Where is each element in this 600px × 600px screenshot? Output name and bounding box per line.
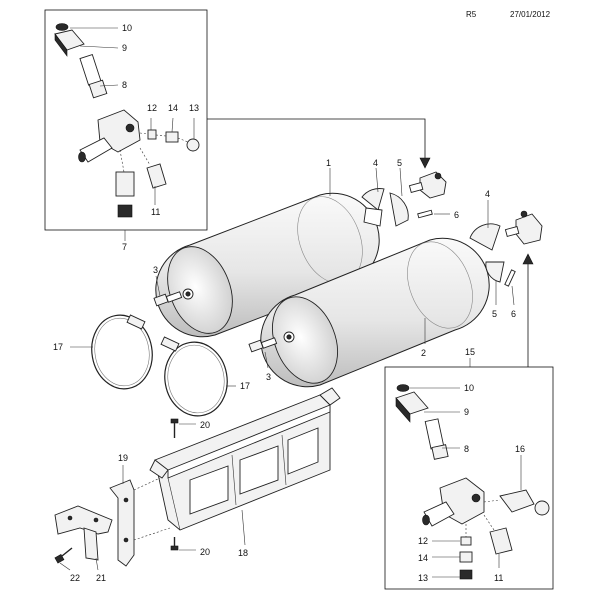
- valve-stem-8-b: [424, 418, 445, 450]
- callout-10-top: 10: [122, 23, 132, 33]
- callout-5-a: 5: [397, 158, 402, 168]
- callout-19: 19: [118, 453, 128, 463]
- callout-12-bottom: 12: [418, 536, 428, 546]
- callout-8-bottom: 8: [464, 444, 469, 454]
- callout-16: 16: [515, 444, 525, 454]
- o-ring-12: [147, 129, 157, 140]
- valve-port: [125, 123, 135, 133]
- callout-18: 18: [238, 548, 248, 558]
- tank-strap-17-a: [91, 314, 153, 390]
- callout-22: 22: [70, 573, 80, 583]
- outlet-fitting-11: [146, 163, 167, 189]
- inlet-fitting-3-a: [153, 291, 183, 307]
- valve-assembly-inset-7: [44, 9, 208, 231]
- valve-inlet-end-b: [422, 514, 430, 526]
- stem-thread-8: [88, 79, 108, 99]
- callout-13-top: 13: [189, 103, 199, 113]
- callout-8-top: 8: [122, 80, 127, 90]
- callout-11-top: 11: [151, 207, 160, 217]
- valve-clamp-a: [363, 207, 383, 227]
- bracket-half-5-b: [485, 261, 505, 283]
- outlet-fitting-16: [499, 489, 535, 513]
- callout-5-b: 5: [492, 309, 497, 319]
- inset-7-valve-parts: [54, 23, 200, 218]
- revision-code: R5: [466, 10, 477, 19]
- callout-10-bottom: 10: [464, 383, 474, 393]
- bolt-20-b: [170, 537, 179, 551]
- valve-inlet-end: [78, 151, 86, 163]
- arrow-line-7: [207, 118, 426, 160]
- valve-assembly-inset-15: [384, 366, 554, 590]
- callout-13-bottom: 13: [418, 573, 428, 583]
- mounting-bracket-19: [109, 479, 135, 567]
- filter-nut: [117, 204, 133, 218]
- bolt-6-a: [417, 209, 433, 219]
- callout-3-b: 3: [266, 372, 271, 382]
- arrow-head-15: [522, 253, 534, 265]
- callout-12-top: 12: [147, 103, 157, 113]
- valve-port-b: [471, 493, 481, 503]
- callout-2: 2: [421, 348, 426, 358]
- callout-1: 1: [326, 158, 331, 168]
- callout-4-a: 4: [373, 158, 378, 168]
- arrow-head-7: [419, 157, 431, 169]
- callout-17-a: 17: [53, 342, 63, 352]
- floor-support-21: [54, 505, 113, 561]
- revision-date: 27/01/2012: [510, 10, 551, 19]
- callout-15: 15: [465, 347, 475, 357]
- callout-3-a: 3: [153, 265, 158, 275]
- o-ring-12-b: [460, 536, 472, 546]
- bracket-half-5-a: [389, 192, 409, 227]
- callout-6-a: 6: [454, 210, 459, 220]
- callout-20-b: 20: [200, 547, 210, 557]
- fitting-cap-16: [534, 500, 550, 516]
- filter-fitting: [115, 171, 135, 197]
- callout-9-top: 9: [122, 43, 127, 53]
- callout-4-b: 4: [485, 189, 490, 199]
- plug-13: [186, 138, 200, 152]
- callout-11-bottom: 11: [494, 573, 503, 583]
- cap-nut-10-b: [396, 384, 410, 392]
- inset-15-valve-parts: [395, 384, 550, 580]
- tank-strap-17-b: [160, 336, 228, 417]
- cap-nut-10: [55, 23, 69, 31]
- callout-14-bottom: 14: [418, 553, 428, 563]
- bolt-22: [54, 547, 73, 564]
- callout-9-bottom: 9: [464, 407, 469, 417]
- solenoid-side-9: [54, 33, 68, 57]
- solenoid-side-9-b: [395, 397, 411, 423]
- bolt-6-b: [504, 269, 516, 287]
- callout-20-a: 20: [200, 420, 210, 430]
- callout-21: 21: [96, 573, 106, 583]
- bracket-half-4-a: [361, 188, 385, 211]
- bracket-half-4-b: [469, 223, 501, 251]
- callout-7: 7: [122, 242, 127, 252]
- callout-6-b: 6: [511, 309, 516, 319]
- stem-thread-8-b: [431, 444, 449, 460]
- tank-cradle-18: [149, 387, 341, 531]
- adapter-14: [165, 131, 179, 143]
- adapter-14-b: [459, 551, 473, 563]
- valve-stem-8: [79, 53, 102, 86]
- callout-14-top: 14: [168, 103, 178, 113]
- bolt-20-a: [170, 418, 179, 438]
- gas-tank-2: [260, 237, 490, 388]
- outlet-fitting-11-b: [489, 527, 513, 555]
- plug-13-b: [459, 569, 473, 580]
- inlet-fitting-3-b: [248, 337, 278, 353]
- tank-valve-a: [408, 171, 447, 199]
- tank-valve-b: [504, 210, 543, 245]
- callout-17-b: 17: [240, 381, 250, 391]
